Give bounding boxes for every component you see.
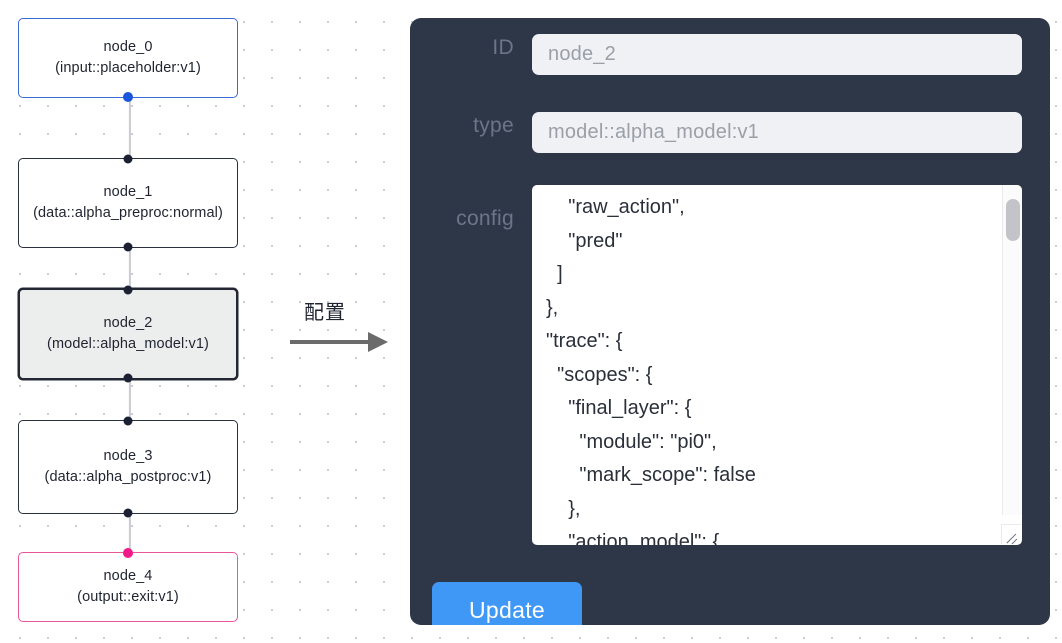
node-handle-source-icon[interactable] (123, 508, 133, 518)
config-scrollbar-thumb[interactable] (1006, 199, 1020, 241)
config-arrow-annotation: 配置 (290, 296, 390, 355)
form-row-type: type (420, 112, 1022, 153)
flow-node-node_0[interactable]: node_0 (input::placeholder:v1) (18, 18, 238, 102)
config-textarea[interactable]: "raw_action", "pred" ] }, "trace": { "sc… (532, 185, 1022, 545)
edge-node2-node3 (128, 380, 132, 420)
flow-node-label: node_0 (input::placeholder:v1) (55, 39, 201, 76)
id-field-label: ID (492, 36, 514, 59)
flow-node-node_4[interactable]: node_4 (output::exit:v1) (18, 548, 238, 622)
edge-node3-node4 (128, 514, 132, 552)
edge-node1-node2 (128, 248, 132, 288)
node-handle-source-icon[interactable] (123, 373, 133, 383)
type-field-label: type (473, 114, 514, 137)
node-handle-target-icon[interactable] (123, 416, 133, 426)
node-handle-source-icon[interactable] (123, 92, 133, 102)
update-button[interactable]: Update (432, 582, 582, 625)
form-row-config: config "raw_action", "pred" ] }, "trace"… (420, 185, 1022, 545)
config-scrollbar[interactable] (1002, 185, 1022, 515)
id-input[interactable] (532, 34, 1022, 75)
flow-node-label: node_2 (model::alpha_model:v1) (47, 315, 209, 352)
node-handle-target-icon[interactable] (123, 154, 133, 164)
flow-node-label: node_4 (output::exit:v1) (77, 568, 179, 605)
flow-node-node_2[interactable]: node_2 (model::alpha_model:v1) (18, 285, 238, 383)
arrow-label: 配置 (304, 302, 346, 324)
arrow-right-icon (290, 332, 388, 352)
type-input[interactable] (532, 112, 1022, 153)
flow-node-node_1[interactable]: node_1 (data::alpha_preproc:normal) (18, 154, 238, 252)
edge-node0-node1 (128, 98, 132, 158)
config-textarea-wrapper: "raw_action", "pred" ] }, "trace": { "sc… (532, 185, 1022, 545)
node-handle-target-icon[interactable] (123, 548, 133, 558)
node-config-panel: ID type config "raw_action", "pred" ] },… (410, 18, 1050, 625)
flow-node-label: node_1 (data::alpha_preproc:normal) (33, 184, 223, 221)
flow-node-node_3[interactable]: node_3 (data::alpha_postproc:v1) (18, 416, 238, 518)
form-row-id: ID (420, 34, 1022, 75)
node-handle-source-icon[interactable] (123, 242, 133, 252)
node-handle-target-icon[interactable] (123, 285, 133, 295)
config-field-label: config (456, 207, 514, 230)
resize-grip-icon[interactable] (1001, 524, 1021, 544)
flow-node-label: node_3 (data::alpha_postproc:v1) (44, 448, 212, 485)
